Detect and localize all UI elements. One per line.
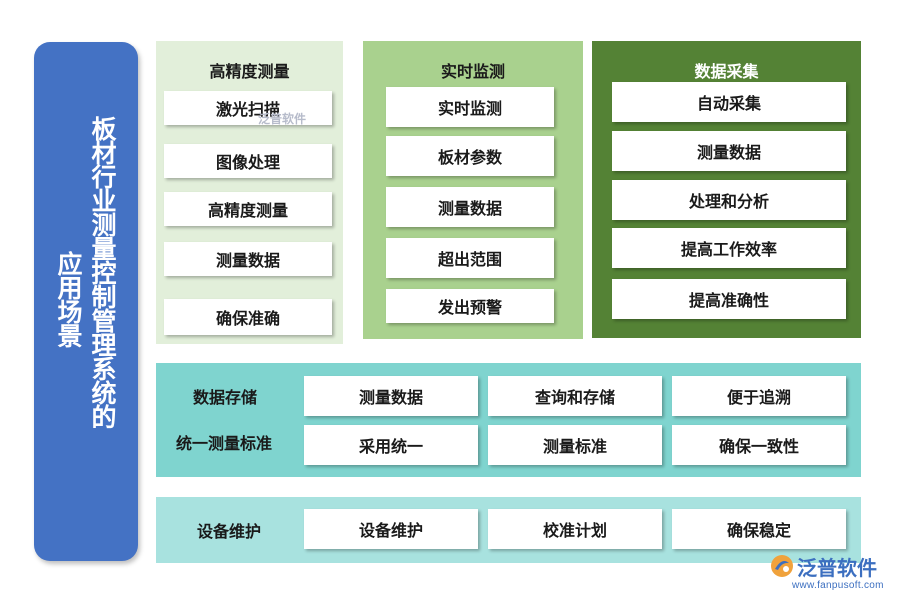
unified-standard-item: 采用统一	[304, 425, 478, 465]
equipment-item: 校准计划	[488, 509, 662, 549]
data-storage-label: 数据存储	[193, 388, 258, 407]
high-precision-item: 高精度测量	[164, 192, 332, 226]
high-precision-item: 测量数据	[164, 242, 332, 276]
realtime-item: 测量数据	[386, 187, 554, 227]
high-precision-item: 激光扫描	[164, 91, 332, 125]
realtime-item: 板材参数	[386, 136, 554, 176]
unified-standard-item: 确保一致性	[672, 425, 846, 465]
realtime-item: 发出预警	[386, 289, 554, 323]
unified-standard-item: 测量标准	[488, 425, 662, 465]
data-storage-item: 测量数据	[304, 376, 478, 416]
watermark-text: 泛普软件	[258, 112, 307, 126]
high-precision-item: 图像处理	[164, 144, 332, 178]
realtime-item: 超出范围	[386, 238, 554, 278]
data-collection-title: 数据采集	[694, 62, 759, 81]
realtime-item: 实时监测	[386, 87, 554, 127]
unified-standard-label: 统一测量标准	[176, 434, 273, 453]
high-precision-title: 高精度测量	[209, 62, 290, 81]
high-precision-item: 确保准确	[164, 299, 332, 335]
side-title-bar	[34, 42, 138, 561]
logo-text: 泛普软件	[797, 555, 877, 580]
logo-url: www.fanpusoft.com	[792, 580, 884, 591]
equipment-label: 设备维护	[197, 522, 262, 541]
data-storage-item: 便于追溯	[672, 376, 846, 416]
side-title-line1: 板材行业测量控制管理系统的	[91, 115, 117, 432]
data-collection-item: 测量数据	[612, 131, 846, 171]
data-collection-item: 处理和分析	[612, 180, 846, 220]
data-collection-item: 提高准确性	[612, 279, 846, 319]
side-title-line2: 应用场景	[57, 250, 83, 351]
data-collection-item: 提高工作效率	[612, 228, 846, 268]
data-collection-item: 自动采集	[612, 82, 846, 122]
data-storage-item: 查询和存储	[488, 376, 662, 416]
brand-logo: 泛普软件	[770, 553, 877, 580]
equipment-item: 确保稳定	[672, 509, 846, 549]
equipment-item: 设备维护	[304, 509, 478, 549]
logo-icon	[771, 555, 793, 577]
realtime-title: 实时监测	[440, 62, 505, 81]
